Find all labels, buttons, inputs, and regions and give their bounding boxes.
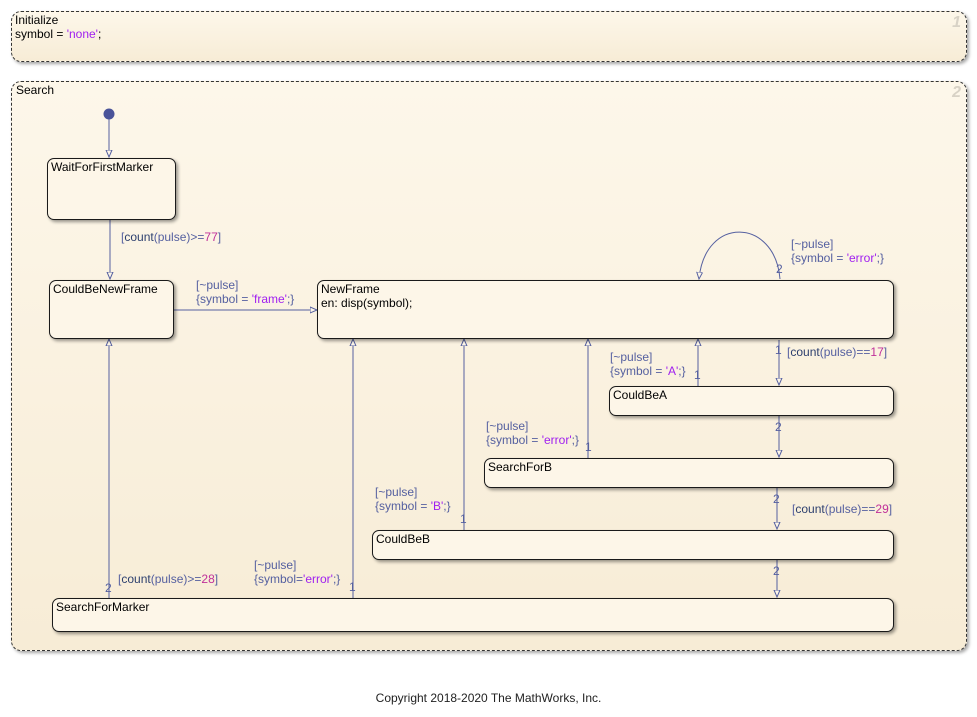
entry-action: en: disp(symbol);: [321, 296, 413, 310]
transition-label[interactable]: [count(pulse)==17]: [787, 345, 888, 359]
transition-newframe-self-loop[interactable]: [699, 231, 781, 279]
state-initialize-label: Initialize symbol = 'none';: [15, 13, 102, 41]
execution-order: 2: [773, 564, 780, 578]
execution-order: 1: [775, 343, 782, 357]
copyright-footer: Copyright 2018-2020 The MathWorks, Inc.: [375, 691, 602, 705]
transition-label[interactable]: [~pulse] {symbol = 'error';}: [486, 419, 579, 447]
state-label: SearchForB: [488, 460, 553, 474]
transition-label[interactable]: [~pulse] {symbol='error';}: [254, 558, 341, 586]
state-could-be-new-frame[interactable]: CouldBeNewFrame: [49, 280, 174, 339]
state-could-be-a[interactable]: CouldBeA: [609, 386, 894, 416]
state-label: WaitForFirstMarker: [51, 160, 154, 174]
execution-order: 2: [773, 492, 780, 506]
state-label: SearchForMarker: [56, 600, 150, 614]
transition-label[interactable]: [~pulse] {symbol = 'frame';}: [196, 278, 295, 306]
transition-label[interactable]: [~pulse] {symbol = 'B';}: [375, 485, 451, 513]
execution-order: 1: [694, 368, 701, 382]
transition-label[interactable]: [count(pulse)==29]: [792, 502, 893, 516]
state-label: CouldBeNewFrame: [53, 282, 158, 296]
execution-order: 1: [349, 580, 356, 594]
state-could-be-b[interactable]: CouldBeB: [372, 530, 894, 560]
state-search-for-marker[interactable]: SearchForMarker: [52, 598, 894, 632]
execution-order: 2: [775, 420, 782, 434]
execution-order-badge: 1: [952, 14, 961, 31]
state-search-for-b[interactable]: SearchForB: [484, 458, 894, 488]
default-transition-dot: [103, 108, 115, 120]
transition-label[interactable]: [~pulse] {symbol = 'error';}: [791, 237, 884, 265]
state-label: NewFrame en: disp(symbol);: [321, 282, 413, 310]
state-new-frame[interactable]: NewFrame en: disp(symbol);: [317, 280, 894, 339]
state-label: CouldBeB: [376, 532, 431, 546]
transition-label[interactable]: [count(pulse)>=28]: [118, 572, 219, 586]
execution-order-badge: 2: [952, 84, 961, 101]
state-search-label: Search: [16, 83, 55, 97]
transition-label[interactable]: [count(pulse)>=77]: [121, 230, 222, 244]
state-label: CouldBeA: [613, 388, 668, 402]
execution-order: 2: [776, 262, 783, 276]
execution-order: 1: [460, 512, 467, 526]
state-wait-for-first-marker[interactable]: WaitForFirstMarker: [47, 158, 176, 220]
execution-order: 1: [585, 440, 592, 454]
execution-order: 2: [105, 581, 112, 595]
state-initialize[interactable]: Initialize symbol = 'none'; 1: [11, 11, 967, 62]
transition-label[interactable]: [~pulse] {symbol = 'A';}: [610, 350, 686, 378]
